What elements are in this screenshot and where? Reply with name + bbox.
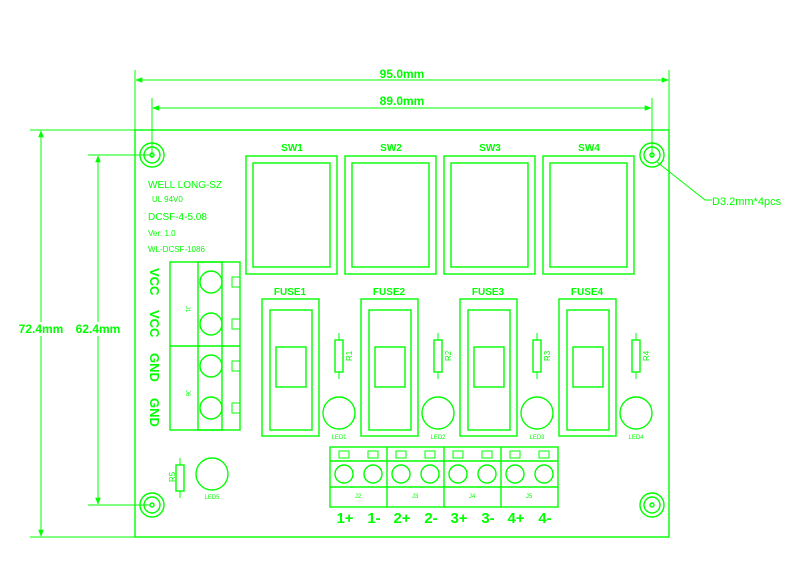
dimension-height-holes: 62.4mm: [74, 154, 150, 506]
mounting-hole-bottom-right: [639, 492, 665, 518]
switch-4-label: SW4: [578, 143, 600, 154]
led-5-label: LED5: [204, 495, 220, 501]
channel-2: SW2 FUSE2 R2 LED2: [344, 143, 455, 441]
fuse-4-label: FUSE4: [571, 287, 604, 298]
power-pin-labels: VCC VCC GND GND: [147, 268, 162, 427]
led-5: LED5: [195, 457, 229, 501]
channels: SW1 FUSE1 R1 LED1 SW2 FUSE2 R2: [245, 143, 653, 441]
led-4-label: LED4: [628, 435, 644, 441]
power-pin-label-4: GND: [147, 398, 162, 427]
switch-4: [542, 155, 635, 275]
fuse-3: [459, 298, 518, 437]
output-terminal-block: J2 J3 J4 J5: [329, 446, 559, 508]
resistor-1: [334, 339, 344, 373]
fuse-2: [360, 298, 419, 437]
output-pin-label-5: 3+: [450, 510, 467, 527]
switch-3-label: SW3: [479, 143, 501, 154]
dimension-width-holes: 89.0mm: [151, 94, 653, 158]
led-3-label: LED3: [529, 435, 545, 441]
hole-note-label: D3.2mm*4pcs: [712, 196, 782, 208]
resistor-1-label: R1: [345, 350, 354, 361]
fuse-1-label: FUSE1: [274, 287, 307, 298]
resistor-r5: R5: [168, 458, 185, 498]
fuse-2-label: FUSE2: [373, 287, 406, 298]
power-pin-label-2: VCC: [147, 310, 162, 338]
output-pin-label-6: 3-: [481, 510, 494, 527]
connector-j1-label: J1: [184, 306, 190, 313]
power-pin-label-1: VCC: [147, 268, 162, 296]
dimension-width-outer: 95.0mm: [134, 67, 670, 130]
led-1: [322, 396, 356, 430]
connector-j5-label: J5: [526, 494, 533, 500]
fuse-4: [558, 298, 617, 437]
silk-rating: UL 94V0: [152, 195, 183, 204]
mounting-hole-bottom-left: [139, 492, 165, 518]
resistor-3: [532, 339, 542, 373]
power-pin-label-3: GND: [147, 353, 162, 382]
silkscreen-block: WELL LONG-SZ UL 94V0 DCSF-4-5.08 Ver: 1.…: [148, 180, 222, 254]
resistor-r5-label: R5: [168, 471, 177, 482]
connector-j6-label: J6: [184, 390, 190, 397]
switch-1-label: SW1: [281, 143, 303, 154]
output-pin-label-3: 2+: [393, 510, 410, 527]
channel-1: SW1 FUSE1 R1 LED1: [245, 143, 356, 441]
switch-1: [245, 155, 338, 275]
resistor-2: [433, 339, 443, 373]
resistor-4: [631, 339, 641, 373]
dim-width-holes-label: 89.0mm: [380, 94, 425, 108]
resistor-2-label: R2: [444, 350, 453, 361]
silk-part: WL-DCSF-1086: [148, 245, 205, 254]
led-2: [421, 396, 455, 430]
fuse-1: [261, 298, 320, 437]
switch-2: [344, 155, 437, 275]
mounting-hole-top-left: [139, 142, 165, 168]
led-2-label: LED2: [430, 435, 446, 441]
channel-3: SW3 FUSE3 R3 LED3: [443, 143, 554, 441]
silk-model: DCSF-4-5.08: [148, 212, 207, 223]
led-1-label: LED1: [331, 435, 347, 441]
output-pin-label-4: 2-: [424, 510, 437, 527]
output-pin-label-2: 1-: [367, 510, 380, 527]
output-pin-labels: 1+ 1- 2+ 2- 3+ 3- 4+ 4-: [336, 510, 551, 527]
resistor-3-label: R3: [543, 350, 552, 361]
connector-j3-label: J3: [412, 494, 419, 500]
resistor-4-label: R4: [642, 350, 651, 361]
silk-brand: WELL LONG-SZ: [148, 180, 222, 191]
switch-2-label: SW2: [380, 143, 402, 154]
board-outline: [134, 129, 670, 538]
mounting-hole-top-right: [639, 142, 665, 168]
dim-height-holes-label: 62.4mm: [76, 322, 121, 336]
dim-width-outer-label: 95.0mm: [380, 67, 425, 81]
output-pin-label-1: 1+: [336, 510, 353, 527]
hole-callout: D3.2mm*4pcs: [656, 161, 782, 208]
power-terminal-block: J1 J6: [169, 261, 241, 431]
connector-j2-label: J2: [355, 494, 362, 500]
channel-4: SW4 FUSE4 R4 LED4: [542, 143, 653, 441]
output-pin-label-8: 4-: [538, 510, 551, 527]
dimension-height-outer: 72.4mm: [19, 129, 135, 538]
dim-height-outer-label: 72.4mm: [19, 322, 64, 336]
silk-version: Ver: 1.0: [148, 229, 176, 238]
switch-3: [443, 155, 536, 275]
connector-j4-label: J4: [469, 494, 476, 500]
fuse-3-label: FUSE3: [472, 287, 505, 298]
led-3: [520, 396, 554, 430]
output-pin-label-7: 4+: [507, 510, 524, 527]
led-4: [619, 396, 653, 430]
